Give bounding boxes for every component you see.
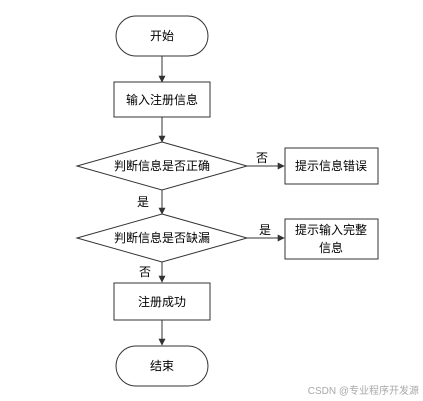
prompt-error-label: 提示信息错误 [295,158,367,173]
input-info-label: 输入注册信息 [126,92,198,107]
register-success-node: 注册成功 [113,282,211,321]
edge-label-missing-no: 否 [139,265,151,279]
start-label: 开始 [150,29,174,43]
check-correct-decision: 判断信息是否正确 [75,141,249,191]
watermark: CSDN @专业程序开发源 [308,384,419,397]
check-missing-label: 判断信息是否缺漏 [114,230,210,245]
prompt-complete-node: 提示输入完整 信息 [284,218,379,260]
edge-label-correct-yes: 是 [137,195,149,209]
edge-label-correct-no: 否 [256,151,268,165]
prompt-complete-label-line1: 提示输入完整 [295,222,367,237]
prompt-complete-label-line2: 信息 [319,240,343,255]
check-correct-label: 判断信息是否正确 [114,158,210,173]
check-missing-decision: 判断信息是否缺漏 [75,213,249,263]
edge-label-missing-yes: 是 [259,223,271,237]
register-success-label: 注册成功 [138,294,186,309]
end-node: 结束 [115,345,209,387]
prompt-error-node: 提示信息错误 [284,147,379,185]
input-info-node: 输入注册信息 [113,81,211,118]
start-node: 开始 [115,15,209,57]
end-label: 结束 [150,359,174,373]
